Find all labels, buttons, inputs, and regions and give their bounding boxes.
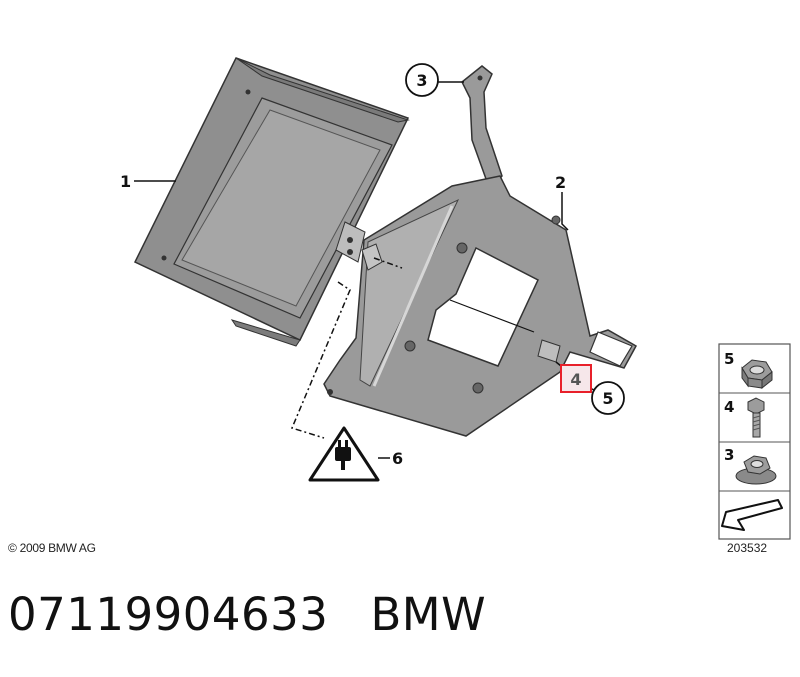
callout-5[interactable]: 5 — [591, 381, 625, 415]
part-number: 07119904633 — [8, 588, 329, 641]
legend-item-3[interactable]: 3 — [724, 446, 777, 485]
part-number-line: 07119904633 BMW — [8, 588, 486, 641]
diagram-id: 203532 — [727, 541, 768, 555]
svg-text:4: 4 — [724, 398, 734, 416]
copyright-notice: © 2009 BMW AG — [8, 541, 96, 555]
plug-icon — [335, 440, 351, 470]
svg-text:3: 3 — [724, 446, 734, 464]
callout-2[interactable]: 2 — [555, 173, 566, 192]
svg-text:3: 3 — [416, 71, 427, 90]
control-unit-part-1 — [133, 57, 410, 347]
callout-6[interactable]: 6 — [392, 449, 403, 468]
callout-4-highlighted[interactable]: 4 — [560, 364, 592, 393]
legend-item-4[interactable]: 4 — [724, 397, 765, 438]
svg-text:1: 1 — [120, 172, 131, 191]
hardware-legend: 5 4 3 — [718, 343, 791, 540]
connection-lines — [290, 257, 403, 439]
svg-text:5: 5 — [724, 350, 734, 368]
callout-3[interactable]: 3 — [405, 63, 439, 97]
svg-text:6: 6 — [392, 449, 403, 468]
brand-name: BMW — [370, 588, 487, 641]
callout-1[interactable]: 1 — [120, 172, 131, 191]
hex-bolt-icon — [747, 397, 765, 438]
hex-nut-icon — [741, 359, 773, 390]
svg-text:2: 2 — [555, 173, 566, 192]
flange-nut-icon — [735, 455, 777, 485]
svg-text:4: 4 — [570, 370, 581, 389]
bracket-arm-part-3 — [461, 65, 503, 192]
legend-item-5[interactable]: 5 — [724, 350, 773, 390]
svg-text:5: 5 — [602, 389, 613, 408]
bracket-plate-part-2 — [323, 175, 638, 437]
electrical-warning-icon — [308, 426, 380, 482]
arrow-icon[interactable] — [721, 499, 783, 531]
